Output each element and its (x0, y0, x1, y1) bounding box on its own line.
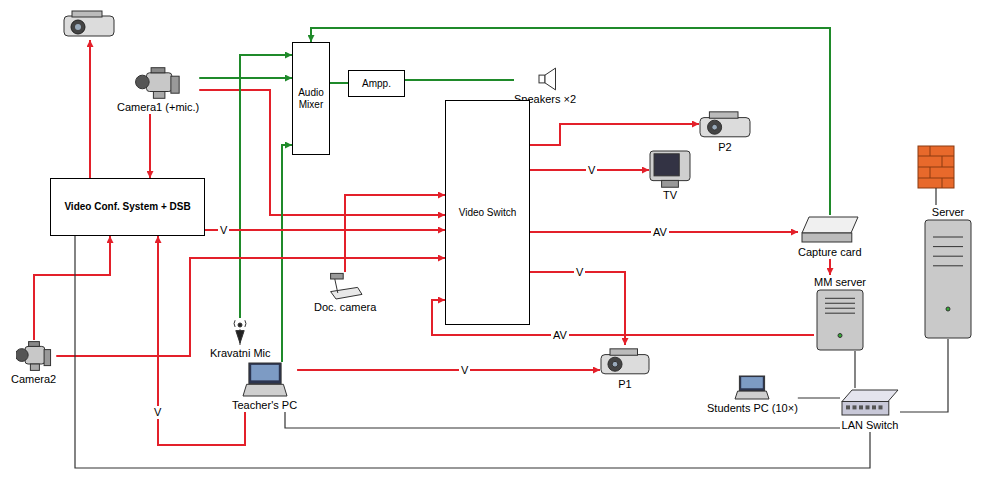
projector-icon (699, 108, 751, 140)
signal-wire (149, 114, 151, 178)
capture-icon (800, 215, 860, 245)
signal-label: V (459, 364, 470, 377)
signal-label: V (218, 224, 229, 237)
laptop-icon (734, 375, 770, 401)
signal-wire (311, 28, 830, 215)
device-label: Camera2 (11, 372, 56, 386)
device-label: MM server (814, 275, 866, 289)
signal-wire (285, 412, 840, 428)
projector-icon (600, 345, 650, 377)
signal-wire (282, 145, 292, 362)
tv-icon (649, 150, 691, 188)
device-icon: P1 (600, 345, 650, 391)
device-label: Ampp. (362, 78, 391, 90)
mic-icon (233, 318, 247, 346)
device-label: Camera1 (+mic.) (117, 100, 199, 114)
device-box: Audio Mixer (292, 42, 330, 155)
camera-icon (16, 340, 52, 372)
device-label: LAN Switch (842, 418, 899, 432)
tower-icon (923, 219, 973, 339)
device-icon: Kravatni Mic (210, 318, 271, 360)
laptop-icon (242, 362, 288, 398)
signal-wire (199, 77, 292, 79)
lan-icon (840, 388, 900, 418)
signal-wire (900, 339, 948, 412)
video-output-wire (89, 40, 91, 178)
projector-icon (64, 11, 114, 36)
device-icon: Teacher's PC (232, 362, 297, 412)
signal-wire (829, 259, 831, 275)
device-box: Video Switch (445, 100, 530, 325)
device-label: Teacher's PC (232, 398, 297, 412)
camera-icon (135, 66, 181, 100)
firewall-link (935, 188, 936, 205)
signal-wire (345, 195, 445, 272)
signal-wire (56, 258, 445, 356)
device-icon: TV (649, 150, 691, 202)
signal-label: V (586, 164, 597, 177)
device-icon: MM server (814, 275, 866, 351)
device-label: Video Conf. System + DSB (64, 201, 190, 213)
signal-label: V (152, 406, 163, 419)
signal-wire (330, 82, 348, 84)
device-icon: Camera2 (11, 340, 56, 386)
doccam-icon (327, 272, 363, 300)
signal-wire (34, 236, 110, 340)
speaker-icon (530, 66, 560, 92)
device-icon: Server (923, 205, 973, 339)
device-label: Audio Mixer (296, 87, 326, 111)
signal-wire (240, 55, 292, 318)
signal-wire (405, 79, 514, 81)
device-icon: Doc. camera (314, 272, 376, 314)
device-label: Doc. camera (314, 300, 376, 314)
device-icon: Students PC (10×) (707, 375, 798, 415)
device-box: Ampp. (348, 70, 405, 97)
signal-wire (297, 369, 600, 371)
signal-label: V (574, 266, 585, 279)
connector-group (34, 28, 948, 468)
signal-wire (854, 351, 855, 388)
signal-wire (158, 236, 245, 445)
device-icon: Capture card (798, 215, 862, 259)
device-box: Video Conf. System + DSB (50, 178, 205, 236)
device-label: P2 (718, 140, 731, 154)
device-icon: Camera1 (+mic.) (117, 66, 199, 114)
signal-wire (205, 229, 445, 231)
signal-label: AV (551, 329, 569, 342)
device-label: TV (663, 188, 677, 202)
device-label: Server (932, 205, 964, 219)
device-label: P1 (618, 377, 631, 391)
device-label: Students PC (10×) (707, 401, 798, 415)
device-label: Video Switch (459, 207, 517, 219)
firewall-icon (918, 146, 954, 188)
signal-wire (798, 397, 840, 398)
device-label: Kravatni Mic (210, 346, 271, 360)
signal-label: AV (651, 226, 669, 239)
device-icon: LAN Switch (840, 388, 900, 432)
device-icon: P2 (699, 108, 751, 154)
device-label: Capture card (798, 245, 862, 259)
signal-wire (530, 124, 699, 145)
server-icon (815, 289, 865, 351)
